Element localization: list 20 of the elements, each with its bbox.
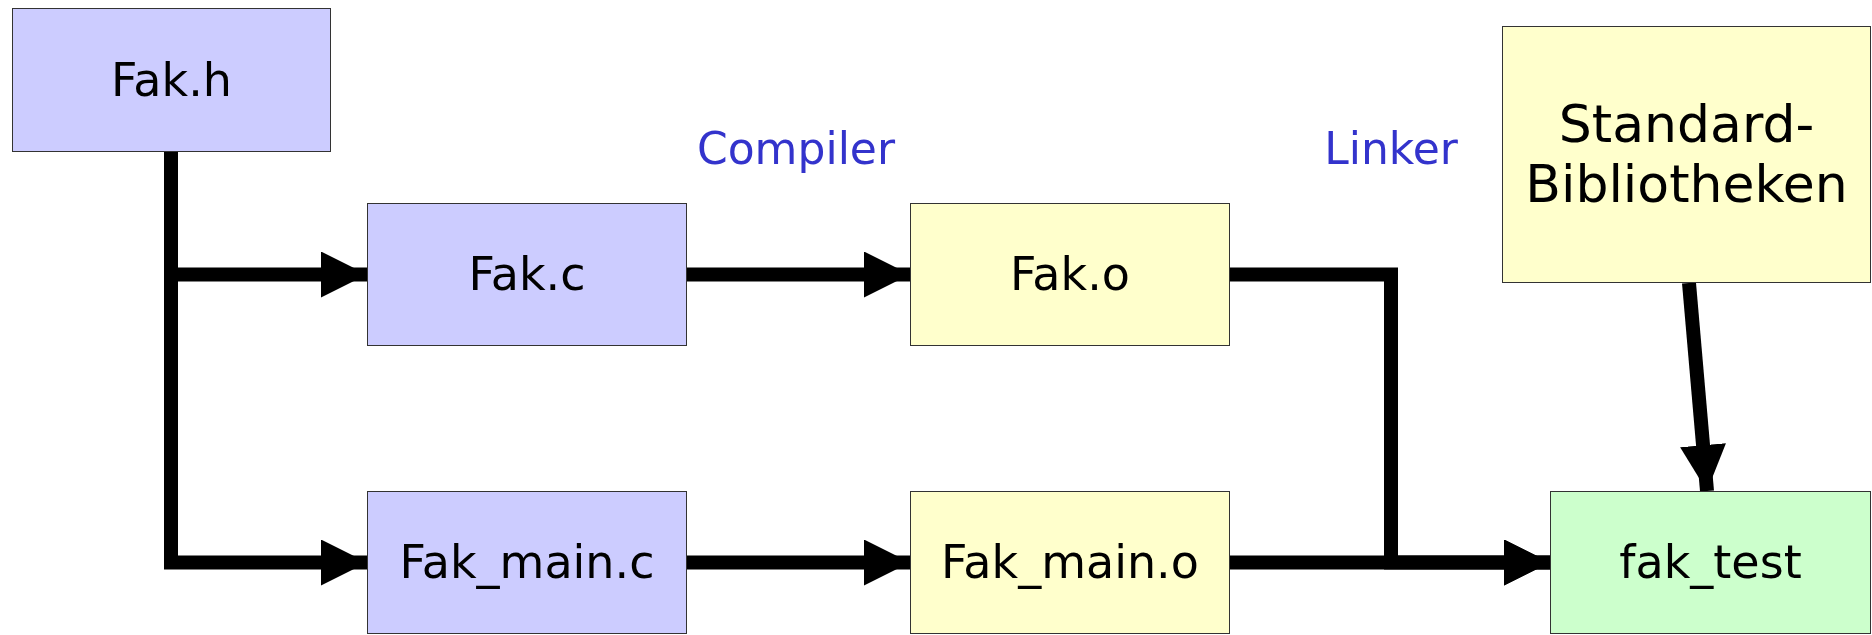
process-box xyxy=(910,491,1230,634)
node-label: Fak.h xyxy=(111,53,232,107)
node-label: Fak.c xyxy=(468,248,586,301)
stage-label: Linker xyxy=(1324,122,1458,176)
process-box xyxy=(1502,26,1871,283)
stage-label: Compiler xyxy=(697,122,895,176)
process-box xyxy=(910,203,1230,346)
process-box xyxy=(1550,491,1871,634)
arrow xyxy=(1680,282,1726,492)
process-box xyxy=(12,8,331,152)
arrow xyxy=(687,251,910,298)
node-label: Fak_main.c xyxy=(399,536,655,589)
node-label: Fak.o xyxy=(1010,248,1130,301)
node-label: Standard-Bibliotheken xyxy=(1524,94,1849,215)
process-box xyxy=(367,491,687,634)
arrow xyxy=(1230,539,1550,586)
node-label: Fak_main.o xyxy=(941,536,1199,589)
node-label: fak_test xyxy=(1619,536,1802,589)
arrow xyxy=(687,539,910,586)
process-box xyxy=(367,203,687,346)
